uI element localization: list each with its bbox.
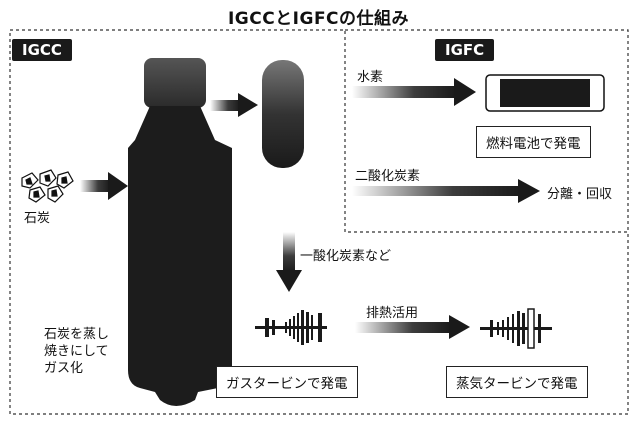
gasifier-vessel bbox=[128, 58, 232, 406]
arrow-hydrogen bbox=[352, 78, 476, 106]
gas-turbine-box: ガスタービンで発電 bbox=[216, 366, 358, 398]
steam-turbine-icon bbox=[480, 308, 552, 349]
co-label: 一酸化炭素など bbox=[300, 249, 392, 264]
igfc-region-outline bbox=[345, 29, 629, 232]
diagram-title: IGCCとIGFCの仕組み bbox=[227, 9, 410, 29]
coal-label: 石炭 bbox=[24, 211, 51, 226]
separation-label: 分離・回収 bbox=[547, 187, 613, 202]
gasify-line-2: 焼きにして bbox=[44, 344, 109, 359]
co2-label: 二酸化炭素 bbox=[355, 169, 421, 184]
arrow-gasifier-to-column bbox=[210, 93, 258, 117]
igfc-tag: IGFC bbox=[435, 39, 495, 61]
arrow-exhaust-heat bbox=[355, 315, 470, 339]
arrow-co-down bbox=[276, 232, 302, 292]
gas-turbine-icon bbox=[255, 310, 327, 345]
coal-lumps-icon bbox=[21, 169, 74, 203]
steam-turbine-box: 蒸気タービンで発電 bbox=[446, 366, 588, 398]
arrow-coal-to-gasifier bbox=[80, 172, 128, 200]
hydrogen-label: 水素 bbox=[357, 70, 384, 85]
gas-cleanup-column bbox=[262, 60, 304, 168]
exhaust-heat-label: 排熱活用 bbox=[366, 306, 419, 321]
arrow-co2 bbox=[352, 179, 540, 203]
fuel-cell-box: 燃料電池で発電 bbox=[476, 126, 591, 158]
igcc-region-outline bbox=[9, 29, 629, 415]
gasify-line-3: ガス化 bbox=[44, 361, 84, 376]
gasify-line-1: 石炭を蒸し bbox=[44, 327, 110, 342]
igcc-tag: IGCC bbox=[12, 39, 72, 61]
gasify-label: 石炭を蒸し 焼きにして ガス化 bbox=[44, 326, 109, 377]
fuel-cell-icon bbox=[485, 74, 605, 112]
